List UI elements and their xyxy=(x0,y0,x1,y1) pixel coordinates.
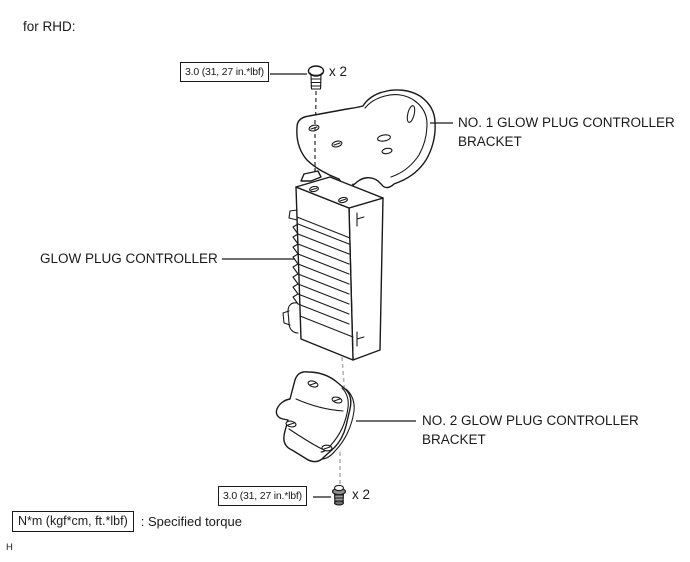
heatsink-fins xyxy=(292,223,350,325)
quantity-label-top: x 2 xyxy=(329,64,348,79)
bolt-icon xyxy=(307,65,325,90)
no1-bracket-drawing xyxy=(296,89,436,192)
controller-label: GLOW PLUG CONTROLLER xyxy=(40,251,218,266)
no2-bracket-label-line1: NO. 2 GLOW PLUG CONTROLLER xyxy=(422,413,639,428)
no1-bracket-label-line1: NO. 1 GLOW PLUG CONTROLLER xyxy=(458,115,675,130)
torque-unit-box: N*m (kgf*cm, ft.*lbf) xyxy=(12,511,134,532)
controller-drawing xyxy=(282,170,384,361)
no1-bracket-label: NO. 1 GLOW PLUG CONTROLLER BRACKET xyxy=(458,114,675,151)
torque-callout-bottom: 3.0 (31, 27 in.*lbf) xyxy=(218,486,307,506)
torque-callout-top: 3.0 (31, 27 in.*lbf) xyxy=(180,62,269,82)
no2-bracket-drawing xyxy=(275,371,355,463)
torque-legend: N*m (kgf*cm, ft.*lbf) : Specified torque xyxy=(12,511,242,532)
page-heading: for RHD: xyxy=(23,19,76,34)
torque-legend-description: : Specified torque xyxy=(140,514,242,529)
footnote-mark: H xyxy=(6,542,13,553)
no1-bracket-label-line2: BRACKET xyxy=(458,133,522,149)
no2-bracket-label: NO. 2 GLOW PLUG CONTROLLER BRACKET xyxy=(422,412,639,449)
quantity-label-bottom: x 2 xyxy=(352,487,371,502)
bolt-icon xyxy=(331,484,347,506)
no2-bracket-label-line2: BRACKET xyxy=(422,431,486,447)
